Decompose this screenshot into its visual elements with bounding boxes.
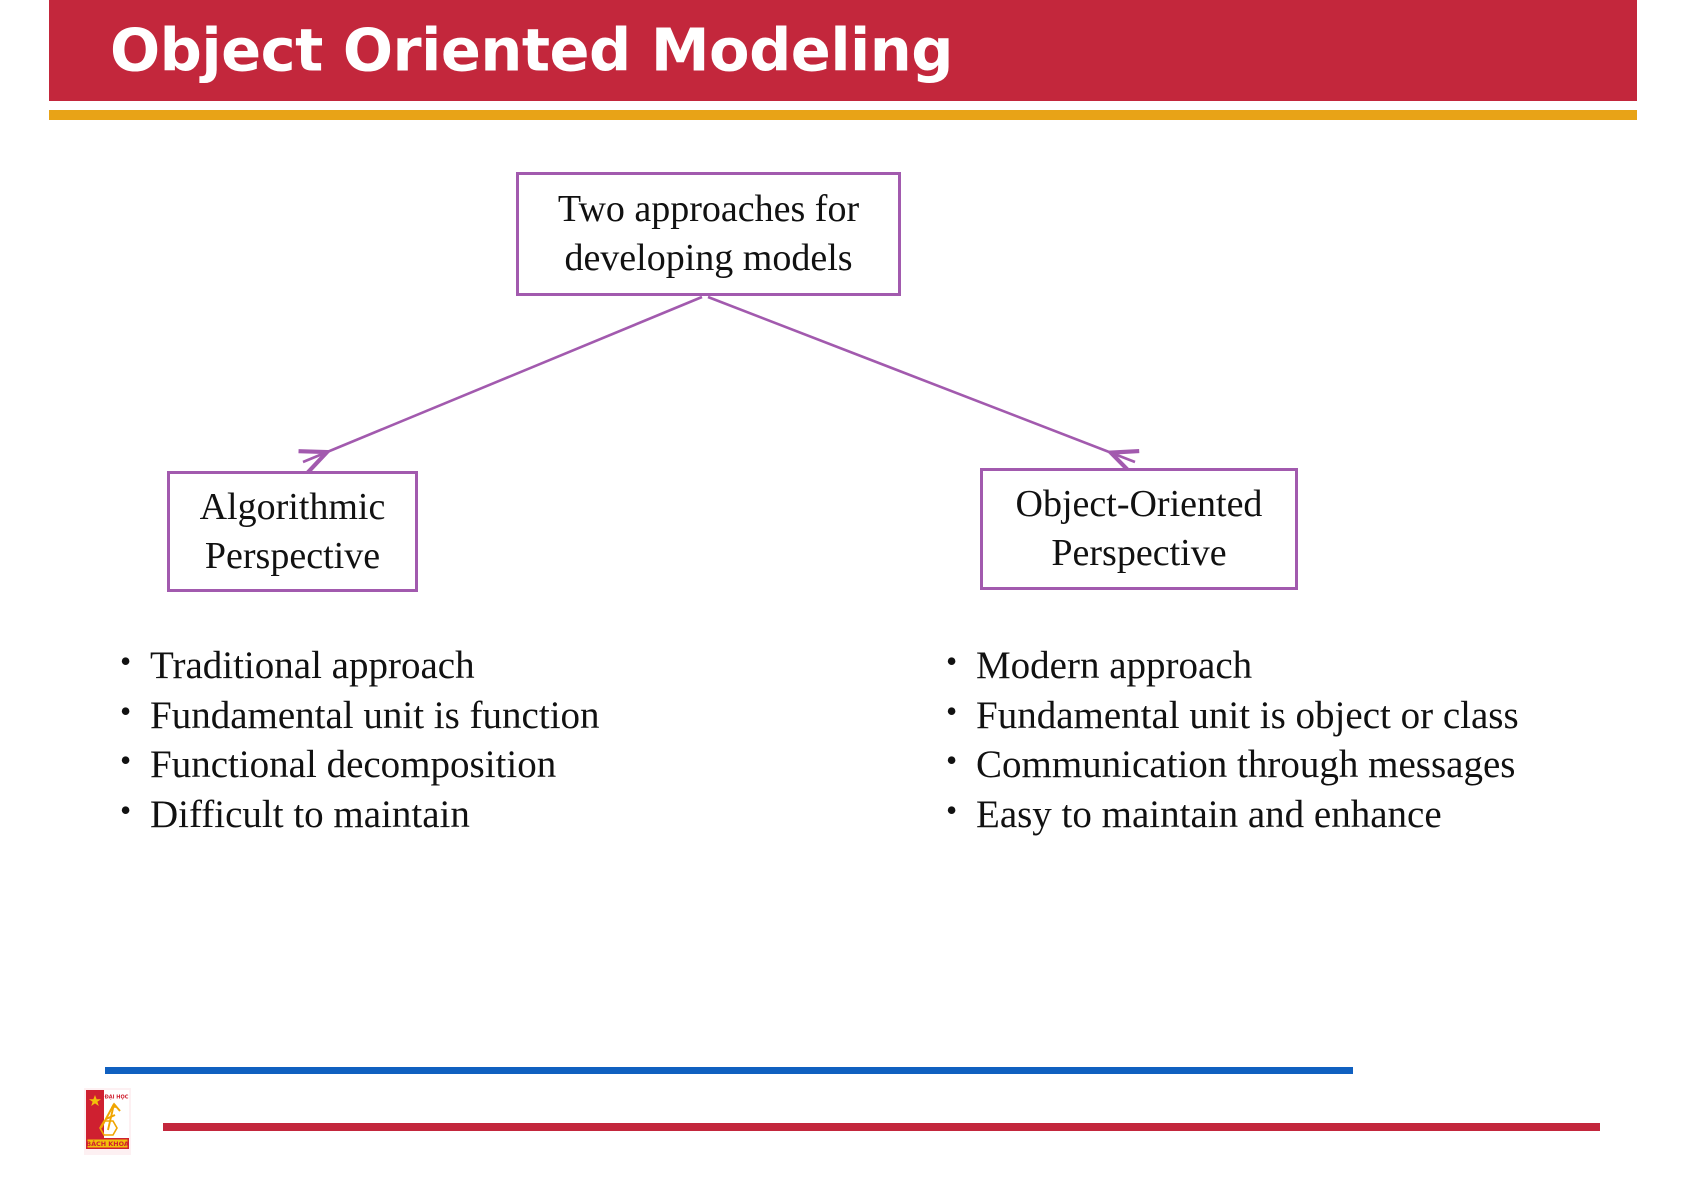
title-accent-bar (49, 110, 1637, 120)
right-node-line-2: Perspective (1051, 532, 1227, 574)
list-item: Fundamental unit is function (120, 691, 600, 741)
diagram-node-root-label: Two approaches for developing models (558, 185, 859, 282)
object-oriented-bullet-list: Modern approach Fundamental unit is obje… (946, 641, 1519, 839)
logo-top-text: ĐẠI HỌC (105, 1095, 129, 1101)
left-node-line-2: Perspective (204, 534, 381, 577)
diagram-node-root: Two approaches for developing models (516, 172, 901, 296)
arrow-to-object-oriented (707, 295, 1135, 462)
diagram-node-algorithmic-label: Algorithmic Perspective (200, 483, 386, 580)
diagram-node-object-oriented: Object-Oriented Perspective (980, 468, 1298, 590)
list-item: Communication through messages (946, 740, 1519, 790)
root-line-2: developing models (564, 237, 853, 279)
footer-red-divider (163, 1123, 1600, 1131)
page-title: Object Oriented Modeling (110, 14, 954, 84)
diagram-node-algorithmic: Algorithmic Perspective (167, 471, 418, 592)
logo-banner-text: BÁCH KHOA (86, 1139, 129, 1148)
diagram-node-object-oriented-label: Object-Oriented Perspective (1016, 480, 1263, 577)
list-item: Modern approach (946, 641, 1519, 691)
list-item: Functional decomposition (120, 740, 600, 790)
arrow-to-algorithmic (303, 295, 703, 462)
list-item: Fundamental unit is object or class (946, 691, 1519, 741)
list-item: Difficult to maintain (120, 790, 600, 840)
left-node-line-1: Algorithmic (199, 485, 386, 528)
bach-khoa-logo-icon: ĐẠI HỌC BÁCH KHOA (84, 1088, 131, 1155)
footer-blue-divider (105, 1067, 1353, 1074)
root-line-1: Two approaches for (557, 188, 860, 231)
right-node-line-1: Object-Oriented (1015, 483, 1263, 526)
algorithmic-bullet-list: Traditional approach Fundamental unit is… (120, 641, 600, 839)
list-item: Easy to maintain and enhance (946, 790, 1519, 840)
list-item: Traditional approach (120, 641, 600, 691)
title-banner: Object Oriented Modeling (49, 0, 1637, 101)
